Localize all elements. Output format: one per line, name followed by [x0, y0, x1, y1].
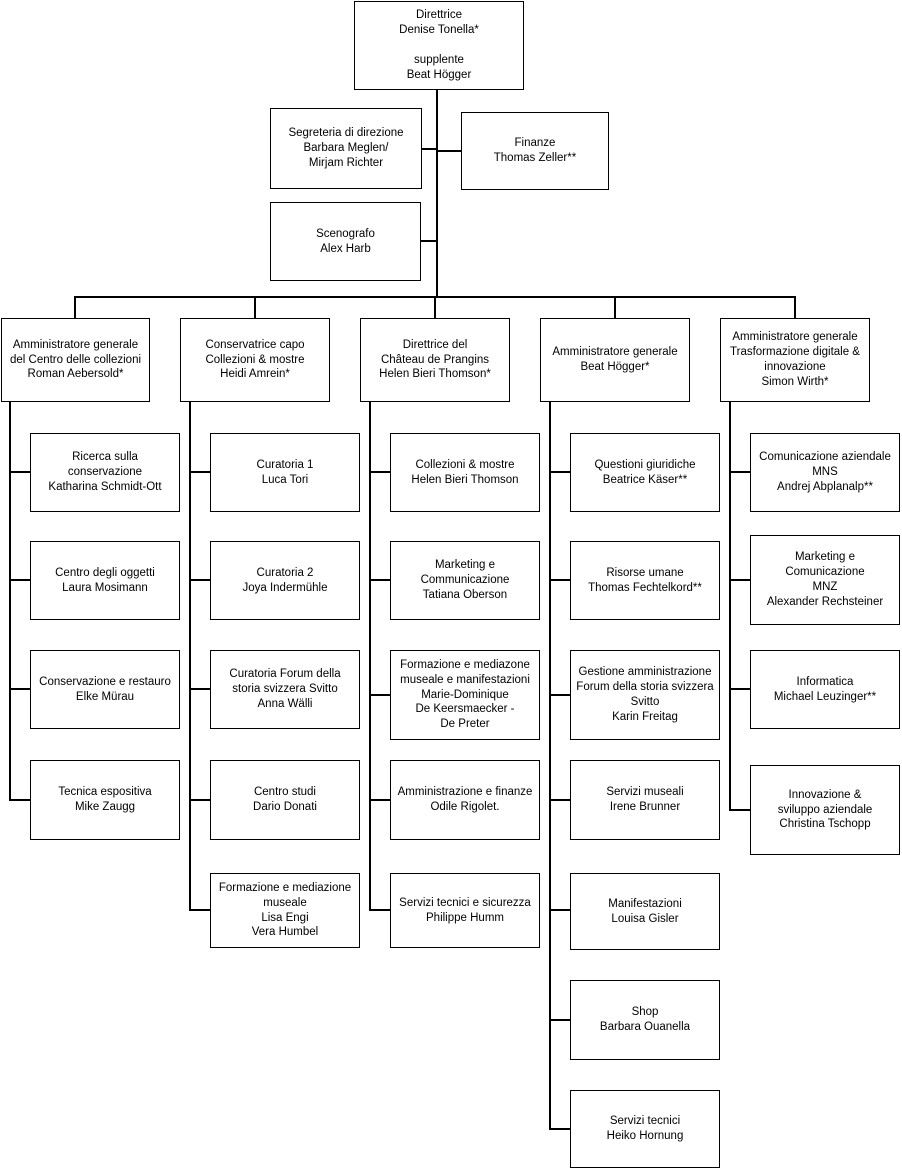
org-node-ricerca-conservazione: Ricerca sulla conservazione Katharina Sc…: [30, 433, 180, 512]
org-node-col1-head: Amministratore generale del Centro delle…: [1, 318, 150, 402]
connector-col1-spine: [9, 402, 11, 801]
connector-col4-stub: [549, 799, 570, 801]
connector-col2-spine: [189, 402, 191, 911]
connector-col4-stub: [549, 1128, 570, 1130]
org-node-formazione-manifestazioni-prangins: Formazione e mediazone museale e manifes…: [390, 650, 540, 740]
connector-col2-stub: [189, 579, 210, 581]
connector-col4-stub: [549, 579, 570, 581]
connector-scenografo: [420, 240, 438, 242]
connector-root-vertical: [436, 90, 438, 298]
connector-segreteria: [421, 148, 438, 150]
org-node-amministrazione-finanze-prangins: Amministrazione e finanze Odile Rigolet.: [390, 760, 540, 840]
org-node-manifestazioni: Manifestazioni Louisa Gisler: [570, 873, 720, 950]
connector-col4-stub: [549, 1019, 570, 1021]
org-node-centro-oggetti: Centro degli oggetti Laura Mosimann: [30, 541, 180, 620]
connector-drop-col4: [614, 296, 616, 320]
org-node-col2-head: Conservatrice capo Collezioni & mostre H…: [180, 318, 330, 402]
org-node-formazione-mediazione: Formazione e mediazione museale Lisa Eng…: [210, 873, 360, 948]
org-node-segreteria: Segreteria di direzione Barbara Meglen/ …: [270, 108, 422, 189]
org-node-centro-studi: Centro studi Dario Donati: [210, 760, 360, 840]
connector-col5-stub: [729, 688, 750, 690]
org-node-servizi-museali: Servizi museali Irene Brunner: [570, 760, 720, 840]
org-node-servizi-tecnici-sicurezza: Servizi tecnici e sicurezza Philippe Hum…: [390, 873, 540, 948]
org-node-tecnica-espositiva: Tecnica espositiva Mike Zaugg: [30, 760, 180, 840]
org-node-questioni-giuridiche: Questioni giuridiche Beatrice Käser**: [570, 433, 720, 512]
org-node-shop: Shop Barbara Ouanella: [570, 980, 720, 1060]
connector-col5-stub: [729, 809, 750, 811]
org-node-informatica: Informatica Michael Leuzinger**: [750, 650, 900, 729]
connector-col4-spine: [549, 402, 551, 1130]
org-node-scenografo: Scenografo Alex Harb: [270, 202, 421, 281]
connector-drop-col3: [434, 296, 436, 320]
org-node-risorse-umane: Risorse umane Thomas Fechtelkord**: [570, 541, 720, 620]
connector-col3-stub: [369, 471, 390, 473]
connector-col3-stub: [369, 694, 390, 696]
org-node-comunicazione-aziendale: Comunicazione aziendale MNS Andrej Abpla…: [750, 433, 900, 512]
connector-col1-stub: [9, 579, 30, 581]
connector-col4-stub: [549, 471, 570, 473]
connector-col5-stub: [729, 579, 750, 581]
connector-drop-col1: [74, 296, 76, 320]
connector-col2-stub: [189, 471, 210, 473]
org-node-conservazione-restauro: Conservazione e restauro Elke Mürau: [30, 650, 180, 729]
org-node-col5-head: Amministratore generale Trasformazione d…: [720, 318, 870, 402]
org-node-collezioni-mostre-prangins: Collezioni & mostre Helen Bieri Thomson: [390, 433, 540, 512]
connector-drop-col2: [254, 296, 256, 320]
org-node-marketing-comunicazione-mnz: Marketing e Comunicazione MNZ Alexander …: [750, 535, 900, 625]
connector-col2-stub: [189, 688, 210, 690]
org-node-curatoria-forum: Curatoria Forum della storia svizzera Sv…: [210, 650, 360, 729]
org-node-gestione-amministrazione: Gestione amministrazione Forum della sto…: [570, 650, 720, 740]
org-node-servizi-tecnici: Servizi tecnici Heiko Hornung: [570, 1090, 720, 1168]
connector-col3-spine: [369, 402, 371, 911]
org-node-innovazione-sviluppo: Innovazione & sviluppo aziendale Christi…: [750, 765, 900, 855]
org-node-col4-head: Amministratore generale Beat Högger*: [540, 318, 690, 402]
org-node-curatoria-1: Curatoria 1 Luca Tori: [210, 433, 360, 512]
connector-col1-stub: [9, 799, 30, 801]
connector-col4-stub: [549, 694, 570, 696]
connector-col4-stub: [549, 909, 570, 911]
connector-col1-stub: [9, 688, 30, 690]
connector-col5-spine: [729, 402, 731, 811]
connector-col3-stub: [369, 799, 390, 801]
connector-col2-stub: [189, 799, 210, 801]
org-node-direttrice: Direttrice Denise Tonella* supplente Bea…: [354, 1, 524, 90]
org-node-col3-head: Direttrice del Château de Prangins Helen…: [360, 318, 510, 402]
connector-finanze: [436, 150, 462, 152]
connector-col3-stub: [369, 909, 390, 911]
org-node-curatoria-2: Curatoria 2 Joya Indermühle: [210, 541, 360, 620]
connector-col3-stub: [369, 579, 390, 581]
connector-drop-col5: [794, 296, 796, 320]
connector-col1-stub: [9, 471, 30, 473]
org-node-marketing-comunicazione-prangins: Marketing e Communicazione Tatiana Obers…: [390, 541, 540, 620]
connector-col5-stub: [729, 471, 750, 473]
org-node-finanze: Finanze Thomas Zeller**: [461, 112, 609, 190]
connector-col2-stub: [189, 909, 210, 911]
